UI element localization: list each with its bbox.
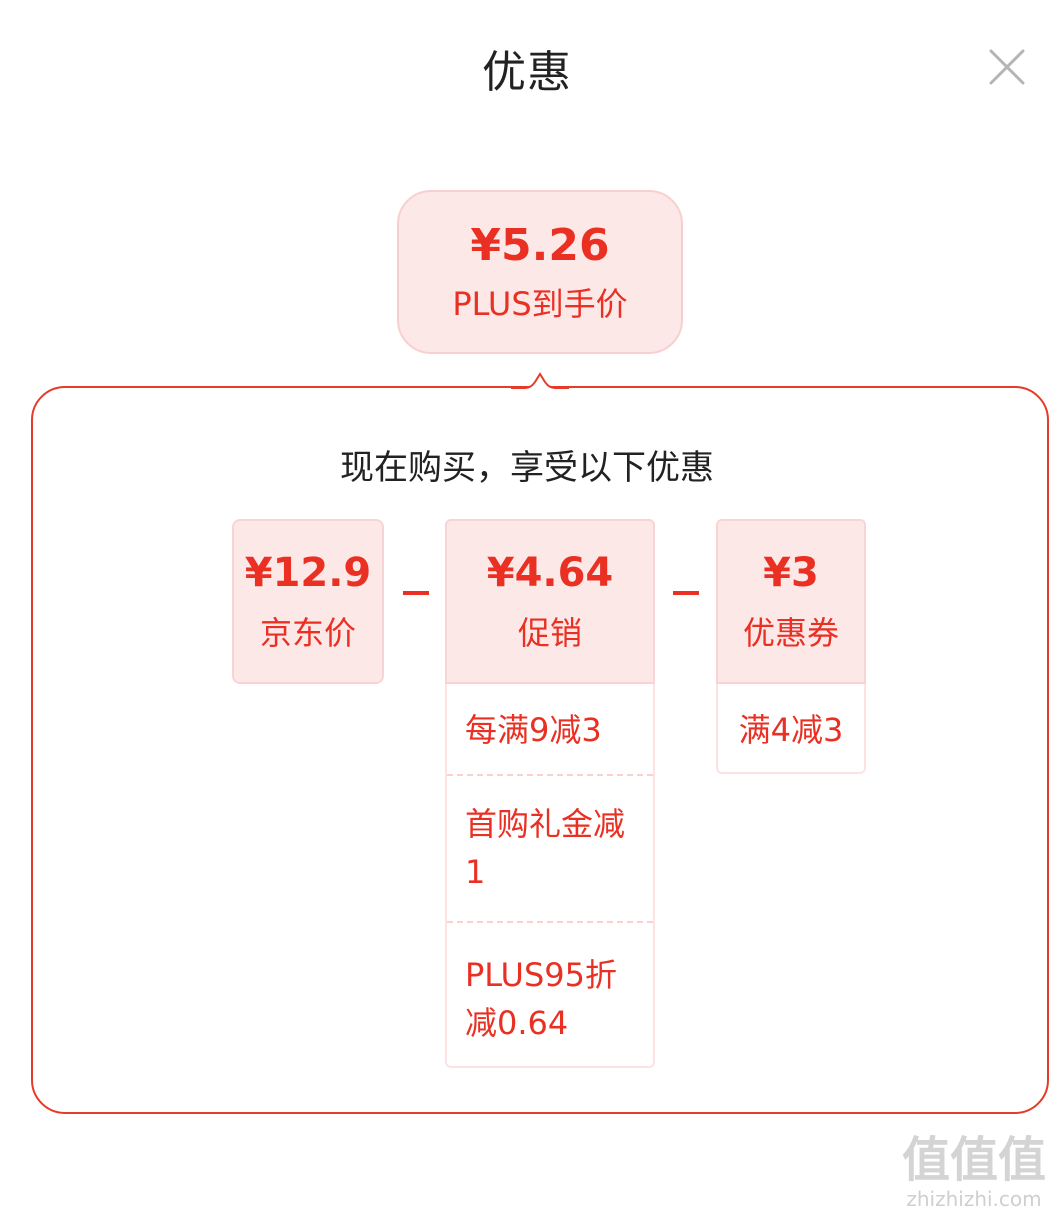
coupon-amount: ¥3 [763,550,819,596]
final-price-label: PLUS到手价 [452,285,628,323]
promotion-detail-item: 首购礼金减1 [447,776,653,923]
promotion-detail-item: 每满9减3 [447,684,653,776]
jd-price-label: 京东价 [259,614,356,652]
minus-sign [673,591,699,595]
panel-pointer [511,370,569,390]
coupon-detail-item: 满4减3 [738,711,844,749]
coupon-box: ¥3 优惠券 [716,519,866,684]
promotion-amount: ¥4.64 [486,550,614,596]
dialog-title: 优惠 [482,47,572,98]
promotion-detail-item: PLUS95折减0.64 [465,956,617,1042]
promotion-box: ¥4.64 促销 [445,519,655,684]
promotion-detail-list: 每满9减3 首购礼金减1 PLUS95折减0.64 [445,684,655,1068]
minus-sign [403,591,429,595]
watermark-logo: 值值值 [901,1132,1046,1188]
final-price-amount: ¥5.26 [470,220,610,271]
jd-price-box: ¥12.9 京东价 [232,519,384,684]
watermark-url: zhizhizhi.com [906,1187,1042,1211]
breakdown-subtitle: 现在购买，享受以下优惠 [340,448,714,488]
jd-price-amount: ¥12.9 [244,550,372,596]
final-price-badge: ¥5.26 PLUS到手价 [397,190,683,354]
coupon-label: 优惠券 [742,614,839,652]
promotion-label: 促销 [517,614,582,652]
watermark: 值值值 zhizhizhi.com [902,1135,1046,1211]
coupon-detail-list: 满4减3 [716,684,866,774]
close-icon[interactable] [988,48,1026,86]
